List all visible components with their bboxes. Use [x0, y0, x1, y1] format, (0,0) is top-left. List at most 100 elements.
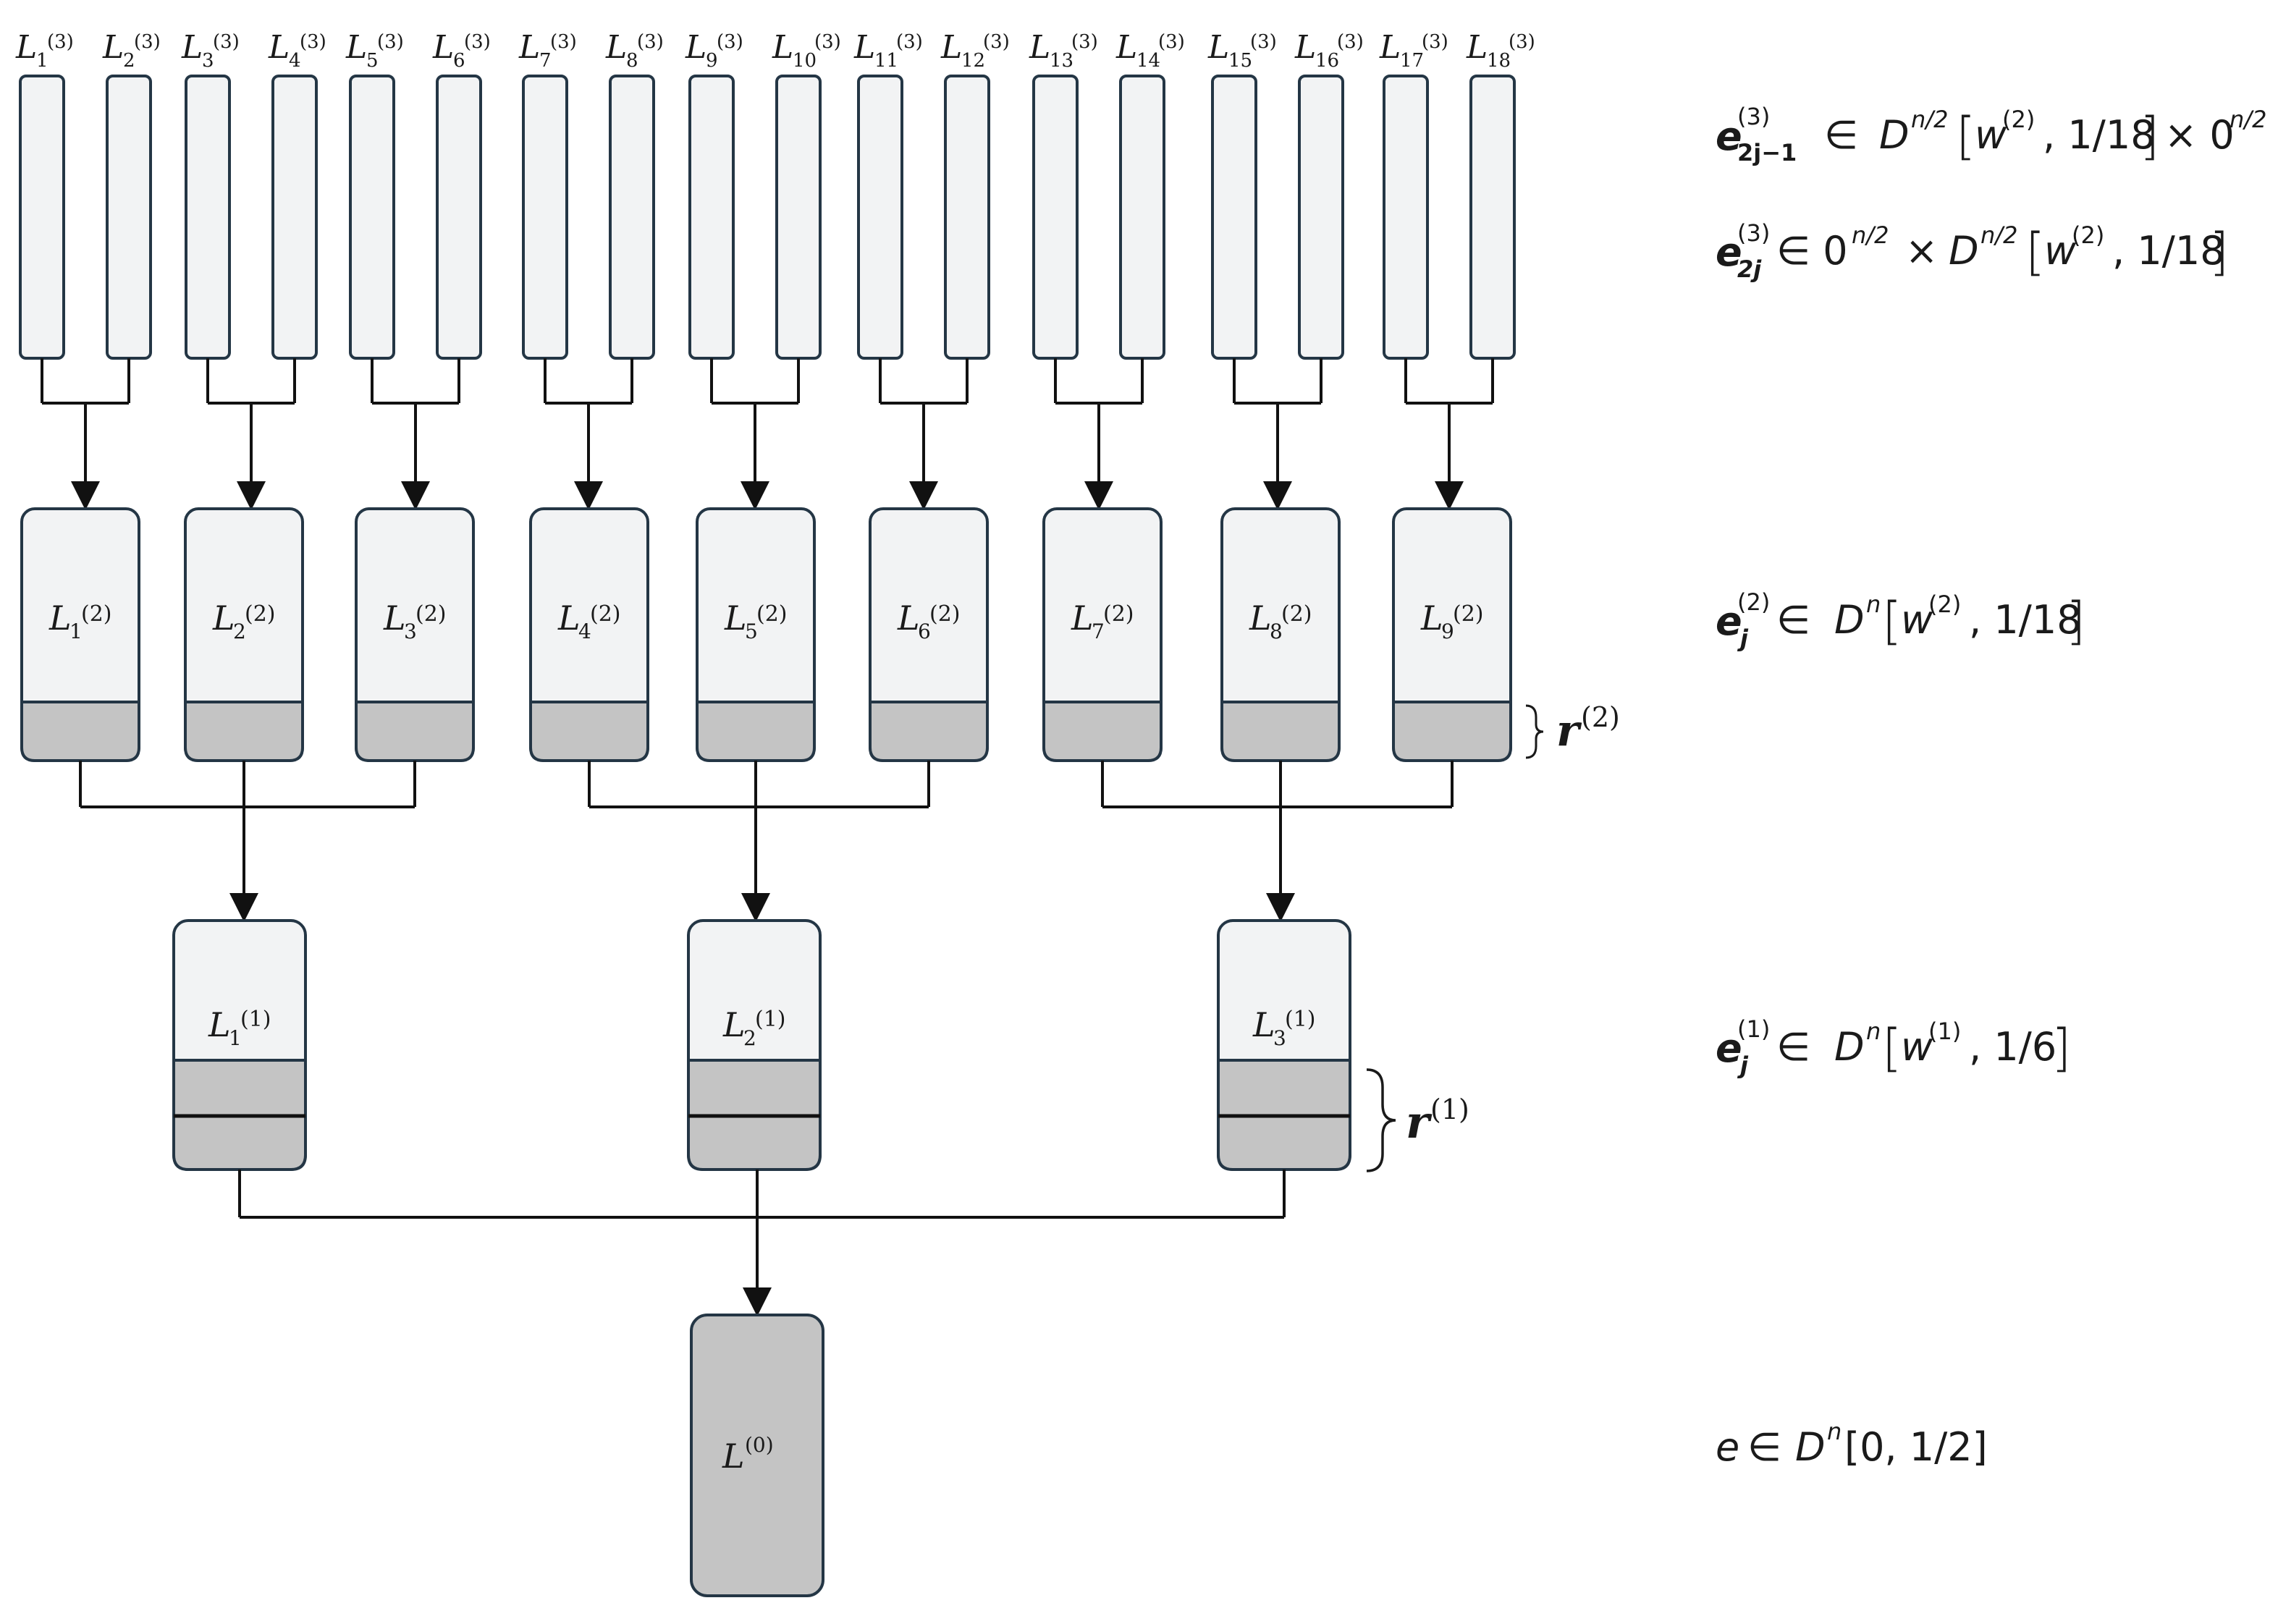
- level2-label-sup: (2): [415, 601, 447, 627]
- svg-text:[: [: [2025, 222, 2045, 282]
- svg-text:D: D: [1795, 1424, 1826, 1470]
- level3-label: L: [1379, 29, 1401, 66]
- svg-text:e: e: [1716, 599, 1742, 644]
- level3-label-sub: 11: [874, 50, 898, 72]
- level2-label: L: [212, 599, 235, 638]
- svg-text:∈: ∈: [1747, 1424, 1781, 1470]
- svg-text:j: j: [1737, 1052, 1749, 1079]
- level3-label-sup: (3): [1337, 31, 1364, 53]
- level3-label: L: [685, 29, 706, 66]
- level3-label-sub: 2: [123, 50, 135, 72]
- svg-text:n/2: n/2: [2230, 106, 2266, 133]
- level2-label-sup: (2): [1453, 601, 1484, 627]
- svg-text:× 0: × 0: [2164, 112, 2235, 158]
- svg-text:, 1/18: , 1/18: [2112, 228, 2225, 274]
- level3-label-sup: (3): [464, 31, 491, 53]
- level3-label-sup: (3): [213, 31, 240, 53]
- level2-label-sup: (2): [929, 601, 961, 627]
- level2-label-sup: (2): [245, 601, 276, 627]
- svg-text:n/2: n/2: [1980, 221, 2017, 249]
- level2-label-sub: 6: [918, 619, 931, 643]
- svg-text:n: n: [1827, 1418, 1842, 1445]
- level3-bar: [1211, 75, 1257, 360]
- svg-text:e: e: [1716, 114, 1742, 159]
- svg-text:j: j: [1737, 625, 1749, 652]
- level3-to-level2-connectors: [41, 358, 1494, 510]
- svg-text:n/2: n/2: [1911, 106, 1948, 133]
- svg-text:D: D: [1949, 228, 1979, 274]
- level2-label: L: [724, 599, 747, 638]
- level3-label: L: [605, 29, 627, 66]
- level2-label: L: [383, 599, 406, 638]
- r1-sup: (1): [1430, 1094, 1469, 1125]
- level3-bar: [522, 75, 568, 360]
- svg-text:, 1/18: , 1/18: [1969, 597, 2082, 643]
- level2-residual: [1220, 701, 1341, 762]
- level2-label-sup: (2): [81, 601, 112, 627]
- level0-list: L (0): [690, 1314, 824, 1597]
- svg-text:n: n: [1866, 591, 1881, 618]
- level0-label: L: [722, 1437, 745, 1476]
- svg-text:2j−1: 2j−1: [1737, 139, 1797, 166]
- svg-text:w: w: [2044, 228, 2077, 274]
- level3-label-sup: (3): [1250, 31, 1277, 53]
- level2-label-sup: (2): [1103, 601, 1134, 627]
- level3-bar: [857, 75, 903, 360]
- svg-text:D: D: [1879, 112, 1910, 158]
- level2-residual: [869, 701, 989, 762]
- level2-label: L: [48, 599, 72, 638]
- level2-label: L: [1249, 599, 1272, 638]
- level3-bar: [1383, 75, 1429, 360]
- level3-label: L: [345, 29, 367, 66]
- level2-residual: [355, 701, 475, 762]
- level3-label-sup: (3): [134, 31, 161, 53]
- level3-bar: [185, 75, 231, 360]
- level1-label: L: [1252, 1005, 1275, 1044]
- svg-text:∈: ∈: [1776, 1024, 1810, 1070]
- level3-label-sub: 1: [36, 50, 48, 72]
- level3-label-sup: (3): [1071, 31, 1098, 53]
- svg-text:2j: 2j: [1737, 255, 1762, 283]
- level3-label-sup: (3): [1422, 31, 1448, 53]
- level3-bar: [688, 75, 735, 360]
- level0-box: [690, 1314, 824, 1597]
- level3-label-sup: (3): [717, 31, 743, 53]
- svg-text:e: e: [1716, 1025, 1742, 1071]
- level3-bar: [944, 75, 990, 360]
- level2-label-sup: (2): [590, 601, 621, 627]
- svg-text:]: ]: [2209, 222, 2229, 282]
- level3-label-sup: (3): [1509, 31, 1535, 53]
- level3-label: L: [772, 29, 793, 66]
- level3-label-sub: 10: [793, 50, 817, 72]
- r2-brace: [1525, 704, 1544, 759]
- level3-label-sub: 18: [1487, 50, 1511, 72]
- level3-label-sub: 3: [202, 50, 214, 72]
- svg-text:w: w: [1901, 597, 1933, 643]
- level3-label-sub: 4: [289, 50, 301, 72]
- svg-text:(1): (1): [1928, 1018, 1961, 1045]
- r1-label: r: [1406, 1096, 1433, 1149]
- svg-text:, 1/6: , 1/6: [1969, 1024, 2056, 1070]
- r2-sup: (2): [1581, 701, 1620, 733]
- level2-label-sub: 8: [1270, 619, 1283, 643]
- level3-label: L: [181, 29, 203, 66]
- level3-label-sub: 13: [1050, 50, 1073, 72]
- level1-label-sup: (1): [755, 1007, 786, 1032]
- r2-annotation: r (2): [1525, 701, 1620, 759]
- level2-residual: [1392, 701, 1512, 762]
- level2-label-sub: 9: [1441, 619, 1454, 643]
- level1-to-level0-connectors: [238, 1170, 1286, 1316]
- level3-bar: [436, 75, 482, 360]
- svg-text:[0, 1/2]: [0, 1/2]: [1844, 1424, 1988, 1470]
- level3-label-sup: (3): [983, 31, 1010, 53]
- level3-lists: L1(3)L2(3)L3(3)L4(3)L5(3)L6(3)L7(3)L8(3)…: [15, 29, 1535, 360]
- level3-label: L: [940, 29, 962, 66]
- level3-label: L: [1294, 29, 1316, 66]
- level2-residual: [20, 701, 140, 762]
- level3-label-sub: 5: [366, 50, 379, 72]
- svg-text:∈: ∈: [1824, 112, 1858, 158]
- equation-level3-odd: e (3) 2j−1 ∈ D n/2 [ w (2) , 1/18 ] × 0 …: [1716, 103, 2266, 166]
- equation-level3-even: e (3) 2j ∈ 0 n/2 × D n/2 [ w (2) , 1/18 …: [1716, 219, 2229, 283]
- level3-label: L: [1466, 29, 1488, 66]
